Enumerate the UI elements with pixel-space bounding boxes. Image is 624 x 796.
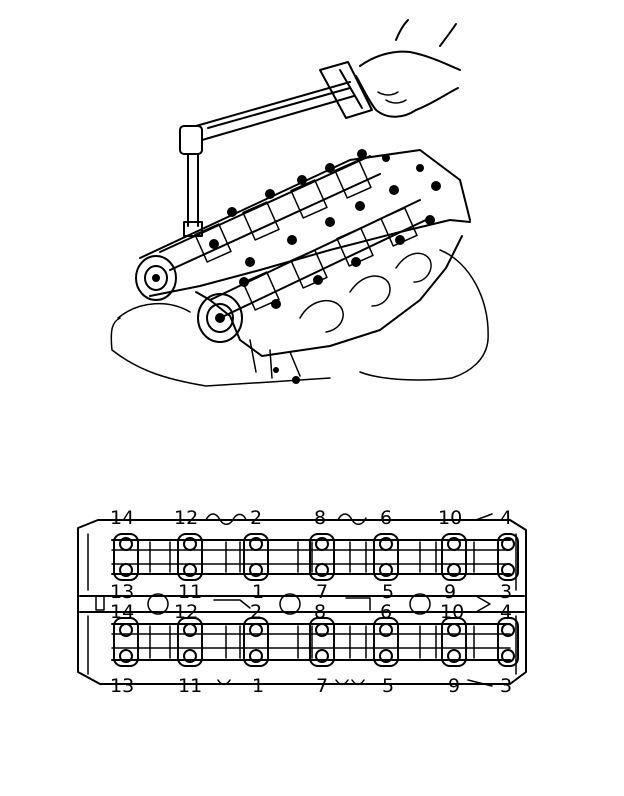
bolt-number: 5 <box>382 581 394 603</box>
bolt-number: 14 <box>110 601 134 623</box>
bolt-number: 8 <box>314 507 326 529</box>
camshaft-caps-front <box>242 207 418 311</box>
bolt-number: 3 <box>500 581 512 603</box>
bolt-circles-upper <box>119 537 515 577</box>
bolt-number: 10 <box>440 601 464 623</box>
bolt-number: 1 <box>252 675 264 697</box>
bolt-circles-lower <box>119 623 515 663</box>
bolt-number: 4 <box>500 601 512 623</box>
upper-row-bottom-labels: 13 11 1 7 5 9 3 <box>110 581 512 603</box>
bearing-caps-lower <box>113 617 519 667</box>
bolt-number: 6 <box>380 507 392 529</box>
engine-head-drawing <box>110 149 489 387</box>
bolt-number: 9 <box>444 581 456 603</box>
camshaft-caps-rear <box>194 159 372 263</box>
bolt-number: 7 <box>316 675 328 697</box>
cam-cap-bolts <box>209 149 441 309</box>
bolt-number: 2 <box>250 601 262 623</box>
bolt-number: 13 <box>110 581 134 603</box>
bolt-number: 3 <box>500 675 512 697</box>
bolt-number: 2 <box>250 507 262 529</box>
bolt-number: 11 <box>178 581 202 603</box>
bolt-number: 11 <box>178 675 202 697</box>
bolt-number: 12 <box>174 601 198 623</box>
camshaft-sprocket-front <box>197 293 243 343</box>
lower-row-top-labels: 14 12 2 8 6 10 4 <box>110 601 512 623</box>
lower-row-bottom-labels: 13 11 1 7 5 9 3 <box>110 675 512 697</box>
bolt-number: 4 <box>500 507 512 529</box>
camshaft-sprocket-rear <box>135 255 177 301</box>
bolt-number: 12 <box>174 507 198 529</box>
torque-wrench-with-hand <box>179 19 461 237</box>
upper-row-top-labels: 14 12 2 8 6 10 4 <box>110 507 512 529</box>
bolt-number: 7 <box>316 581 328 603</box>
bolt-sequence-plan: 14 12 2 8 6 10 4 13 11 1 7 5 9 3 14 12 2… <box>77 507 527 697</box>
bolt-number: 8 <box>314 601 326 623</box>
bolt-number: 9 <box>448 675 460 697</box>
bolt-number: 14 <box>110 507 134 529</box>
bolt-number: 1 <box>252 581 264 603</box>
bolt-number: 10 <box>438 507 462 529</box>
bolt-number: 13 <box>110 675 134 697</box>
bearing-caps-upper <box>113 533 519 581</box>
bolt-number: 5 <box>382 675 394 697</box>
bolt-number: 6 <box>380 601 392 623</box>
